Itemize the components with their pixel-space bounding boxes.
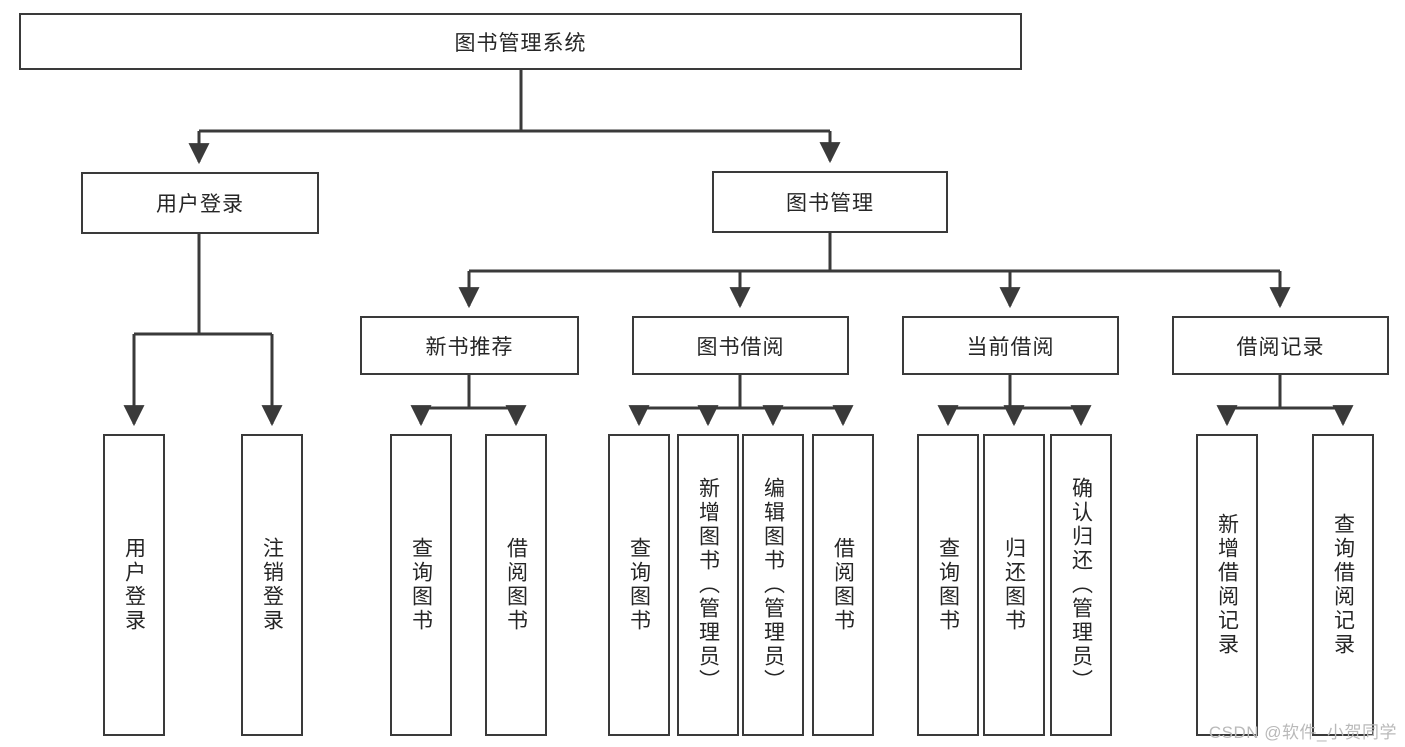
node-new-book-recommend-label: 新书推荐 (425, 335, 514, 359)
node-leaf-edit-book-admin-label: 编辑图书（管理员） (761, 477, 785, 693)
node-current-borrow-label: 当前借阅 (966, 335, 1055, 359)
node-leaf-user-login[interactable]: 用户登录 (103, 434, 165, 736)
node-leaf-user-logout[interactable]: 注销登录 (241, 434, 303, 736)
node-leaf-return-book-label: 归还图书 (1002, 537, 1026, 633)
node-book-borrow-label: 图书借阅 (696, 335, 785, 359)
node-book-manage-label: 图书管理 (786, 192, 874, 215)
node-borrow-record-label: 借阅记录 (1236, 335, 1325, 359)
node-leaf-borrow-book[interactable]: 借阅图书 (812, 434, 874, 736)
node-leaf-query-book-current[interactable]: 查询图书 (917, 434, 979, 736)
node-leaf-query-book-rec[interactable]: 查询图书 (390, 434, 452, 736)
node-leaf-add-book-admin[interactable]: 新增图书（管理员） (677, 434, 739, 736)
node-leaf-query-book-rec-label: 查询图书 (409, 537, 433, 633)
node-leaf-query-book-current-label: 查询图书 (936, 537, 960, 633)
node-user-login[interactable]: 用户登录 (81, 172, 319, 234)
node-leaf-borrow-book-rec-label: 借阅图书 (504, 537, 528, 633)
node-book-manage[interactable]: 图书管理 (712, 171, 948, 233)
node-leaf-user-login-label: 用户登录 (122, 537, 146, 633)
node-leaf-add-borrow-record-label: 新增借阅记录 (1215, 513, 1239, 657)
node-leaf-query-borrow-record-label: 查询借阅记录 (1331, 513, 1355, 657)
node-root-label: 图书管理系统 (454, 31, 587, 55)
node-leaf-borrow-book-rec[interactable]: 借阅图书 (485, 434, 547, 736)
node-leaf-query-book-borrow[interactable]: 查询图书 (608, 434, 670, 736)
node-new-book-recommend[interactable]: 新书推荐 (360, 316, 579, 375)
node-leaf-user-logout-label: 注销登录 (260, 537, 284, 633)
node-leaf-return-book[interactable]: 归还图书 (983, 434, 1045, 736)
node-borrow-record[interactable]: 借阅记录 (1172, 316, 1389, 375)
node-leaf-borrow-book-label: 借阅图书 (831, 537, 855, 633)
node-leaf-add-borrow-record[interactable]: 新增借阅记录 (1196, 434, 1258, 736)
node-book-borrow[interactable]: 图书借阅 (632, 316, 849, 375)
csdn-watermark: CSDN @软件_小贺同学 (1208, 723, 1397, 742)
node-leaf-add-book-admin-label: 新增图书（管理员） (696, 477, 720, 693)
node-current-borrow[interactable]: 当前借阅 (902, 316, 1119, 375)
node-leaf-query-book-borrow-label: 查询图书 (627, 537, 651, 633)
node-leaf-edit-book-admin[interactable]: 编辑图书（管理员） (742, 434, 804, 736)
node-root[interactable]: 图书管理系统 (19, 13, 1022, 70)
node-leaf-confirm-return-admin[interactable]: 确认归还（管理员） (1050, 434, 1112, 736)
node-leaf-confirm-return-admin-label: 确认归还（管理员） (1069, 477, 1093, 693)
node-user-login-label: 用户登录 (156, 193, 244, 216)
node-leaf-query-borrow-record[interactable]: 查询借阅记录 (1312, 434, 1374, 736)
